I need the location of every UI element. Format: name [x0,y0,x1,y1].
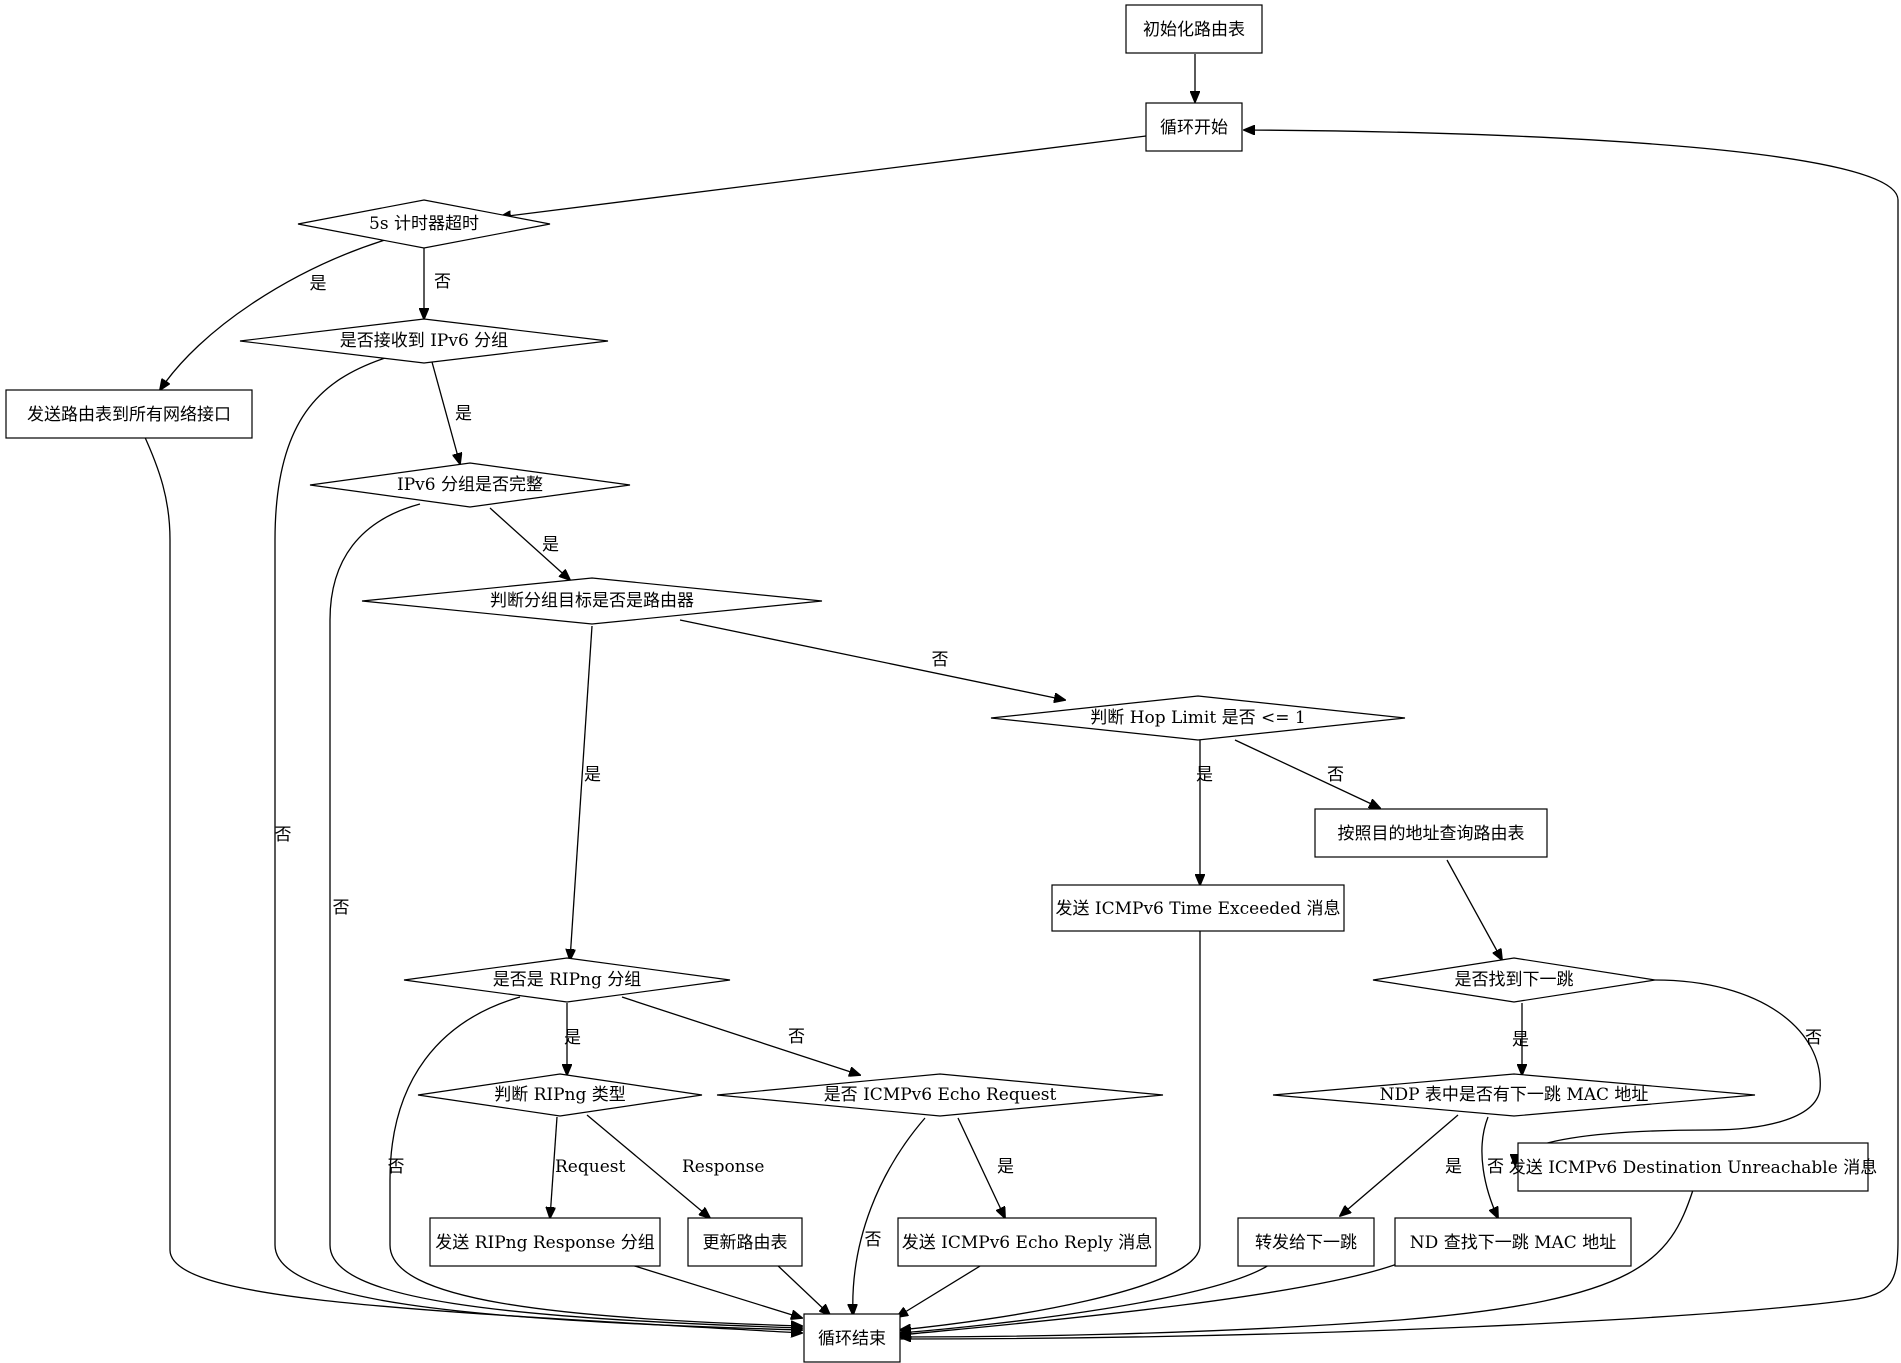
edge-time-exceeded-to-loop-end [900,930,1201,1330]
edge-send-table-to-loop-end [142,432,802,1333]
edge-label-timer-no: 否 [434,272,451,292]
edge-find-next-hop-to-unreachable [1515,979,1821,1165]
edge-label-find-next-hop-no: 否 [1805,1028,1822,1048]
node-echo-reply: 发送 ICMPv6 Echo Reply 消息 [897,1217,1157,1267]
edge-send-ripng-resp-to-loop-end [624,1262,802,1318]
node-lookup-table: 按照目的地址查询路由表 [1314,808,1548,858]
edge-recv-ipv6-to-ipv6-complete [431,361,460,464]
node-is-ripng-decision: 是否是 RIPng 分组 [403,957,731,1003]
edge-label-echo-no: 否 [865,1230,882,1250]
node-icmp-echo-req-decision: 是否 ICMPv6 Echo Request [716,1073,1164,1117]
node-loop-end: 循环结束 [803,1313,901,1363]
edge-label-hop-limit-yes: 是 [1196,765,1213,785]
svg-text:判断 RIPng 类型: 判断 RIPng 类型 [494,1085,626,1105]
edge-label-recv-ipv6-no: 否 [275,825,292,845]
svg-text:NDP 表中是否有下一跳 MAC 地址: NDP 表中是否有下一跳 MAC 地址 [1380,1085,1649,1105]
edge-icmp-echo-req-to-echo-reply [957,1117,1005,1218]
edge-forward-to-loop-end [900,1262,1273,1333]
svg-text:发送 RIPng Response 分组: 发送 RIPng Response 分组 [435,1233,654,1253]
svg-text:是否找到下一跳: 是否找到下一跳 [1455,970,1574,990]
svg-text:ND 查找下一跳 MAC 地址: ND 查找下一跳 MAC 地址 [1410,1233,1616,1253]
edge-update-table-to-loop-end [774,1262,830,1315]
edge-label-dest-router-yes: 是 [584,765,601,785]
edges [142,54,1899,1340]
node-dest-router-decision: 判断分组目标是否是路由器 [361,577,823,625]
node-dest-unreachable: 发送 ICMPv6 Destination Unreachable 消息 [1509,1142,1877,1192]
node-update-table: 更新路由表 [687,1217,803,1267]
svg-text:转发给下一跳: 转发给下一跳 [1255,1233,1357,1253]
svg-text:发送 ICMPv6 Time Exceeded 消息: 发送 ICMPv6 Time Exceeded 消息 [1055,899,1340,919]
node-ndp-has-mac-decision: NDP 表中是否有下一跳 MAC 地址 [1272,1073,1756,1117]
node-hop-limit-decision: 判断 Hop Limit 是否 <= 1 [990,695,1406,741]
svg-text:5s 计时器超时: 5s 计时器超时 [369,214,479,234]
node-find-next-hop-decision: 是否找到下一跳 [1372,957,1656,1003]
svg-text:更新路由表: 更新路由表 [703,1233,788,1253]
svg-text:发送 ICMPv6 Echo Reply 消息: 发送 ICMPv6 Echo Reply 消息 [902,1233,1153,1253]
svg-text:发送 ICMPv6 Destination Unreacha: 发送 ICMPv6 Destination Unreachable 消息 [1509,1158,1877,1178]
edge-nd-lookup-to-loop-end [900,1262,1401,1335]
edge-label-recv-ipv6-yes: 是 [455,404,472,424]
svg-text:循环结束: 循环结束 [818,1329,886,1349]
edge-label-ripng-response: Response [682,1157,764,1177]
edge-label-ndp-no: 否 [1487,1157,1504,1177]
edge-echo-reply-to-loop-end [897,1262,986,1317]
edge-label-ipv6-complete-yes: 是 [542,535,559,555]
svg-text:IPv6 分组是否完整: IPv6 分组是否完整 [397,475,543,495]
edge-recv-ipv6-to-loop-end [274,357,802,1330]
edge-timer-to-send-table [160,239,386,390]
node-ripng-type-decision: 判断 RIPng 类型 [417,1073,703,1117]
edge-label-is-ripng-yes: 是 [564,1028,581,1048]
edge-lookup-table-to-find-next-hop [1446,859,1502,960]
edge-label-echo-yes: 是 [997,1157,1014,1177]
svg-text:判断分组目标是否是路由器: 判断分组目标是否是路由器 [490,591,694,611]
svg-text:循环开始: 循环开始 [1160,118,1228,138]
svg-text:是否接收到 IPv6 分组: 是否接收到 IPv6 分组 [340,331,508,351]
edge-unreachable-to-loop-end [900,1189,1694,1337]
node-timer-decision: 5s 计时器超时 [297,199,551,249]
edge-label-dest-router-no: 否 [932,650,949,670]
node-recv-ipv6-decision: 是否接收到 IPv6 分组 [239,318,609,364]
node-loop-start: 循环开始 [1145,102,1243,152]
edge-ripng-type-to-send-ripng-resp [550,1116,558,1218]
edge-label-ndp-yes: 是 [1445,1157,1462,1177]
edge-is-ripng-to-loop-end [389,996,802,1326]
edge-label-ipv6-complete-no: 否 [333,898,350,918]
svg-text:初始化路由表: 初始化路由表 [1143,20,1245,40]
node-send-table: 发送路由表到所有网络接口 [5,389,253,439]
edge-is-ripng-to-icmp-echo-req [621,996,860,1075]
svg-text:是否是 RIPng 分组: 是否是 RIPng 分组 [493,970,642,990]
edge-labels: 是 否 是 否 是 否 否 是 是 否 是 否 是 否 否 Request Re… [275,272,1823,1250]
node-ipv6-complete-decision: IPv6 分组是否完整 [309,462,631,508]
edge-loop-start-to-timer [500,135,1147,217]
edge-label-find-next-hop-yes: 是 [1512,1030,1529,1050]
edge-ndp-to-forward [1340,1114,1459,1216]
edge-loop-end-to-loop-start [899,130,1899,1340]
edge-label-ripng-request: Request [555,1157,625,1177]
edge-ipv6-complete-to-loop-end [329,503,802,1328]
edge-dest-router-to-is-ripng [570,625,593,960]
edge-label-timer-yes: 是 [310,274,327,294]
node-time-exceeded: 发送 ICMPv6 Time Exceeded 消息 [1051,884,1345,932]
nodes: 初始化路由表 循环开始 5s 计时器超时 是否接收到 IPv6 分组 发送路由表… [5,4,1877,1363]
edge-label-is-ripng-no-left: 否 [388,1157,405,1177]
edge-ipv6-complete-to-dest-router [489,507,570,580]
svg-text:按照目的地址查询路由表: 按照目的地址查询路由表 [1338,824,1525,844]
svg-text:判断 Hop Limit 是否 <= 1: 判断 Hop Limit 是否 <= 1 [1090,708,1305,728]
node-nd-lookup: ND 查找下一跳 MAC 地址 [1394,1217,1632,1267]
node-send-ripng-response: 发送 RIPng Response 分组 [429,1217,661,1267]
edge-ndp-to-nd-lookup [1481,1116,1498,1218]
svg-text:发送路由表到所有网络接口: 发送路由表到所有网络接口 [27,405,231,425]
node-init: 初始化路由表 [1125,4,1263,54]
edge-hop-limit-to-lookup-table [1234,739,1380,808]
edge-ripng-type-to-update-table [586,1114,710,1218]
svg-text:是否 ICMPv6 Echo Request: 是否 ICMPv6 Echo Request [824,1085,1057,1105]
edge-label-hop-limit-no: 否 [1327,765,1344,785]
edge-icmp-echo-req-to-loop-end [853,1117,926,1315]
node-forward-next-hop: 转发给下一跳 [1237,1217,1375,1267]
edge-dest-router-to-hop-limit [679,619,1065,700]
edge-label-is-ripng-no: 否 [788,1027,805,1047]
